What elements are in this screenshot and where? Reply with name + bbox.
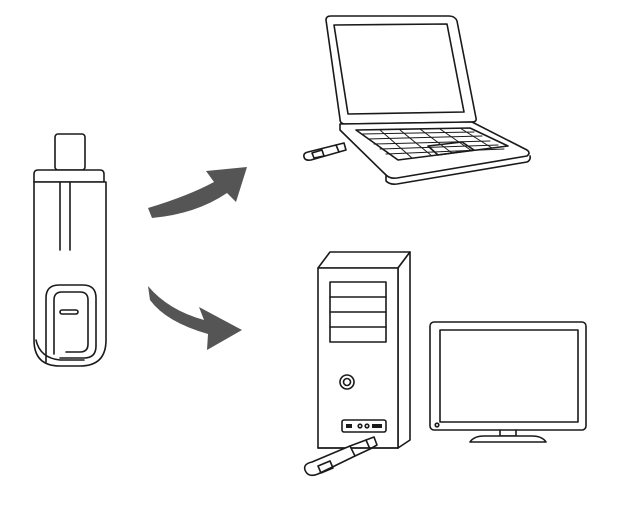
- usb-modem-icon: [33, 133, 107, 367]
- curved-arrow-icon: [148, 167, 247, 218]
- laptop-icon: [325, 15, 531, 185]
- curved-arrow-icon: [148, 286, 242, 350]
- monitor-icon: [429, 321, 587, 443]
- desktop-tower-icon: [317, 251, 411, 449]
- usb-modem-icon: [303, 142, 347, 161]
- usb-modem-icon: [303, 436, 378, 477]
